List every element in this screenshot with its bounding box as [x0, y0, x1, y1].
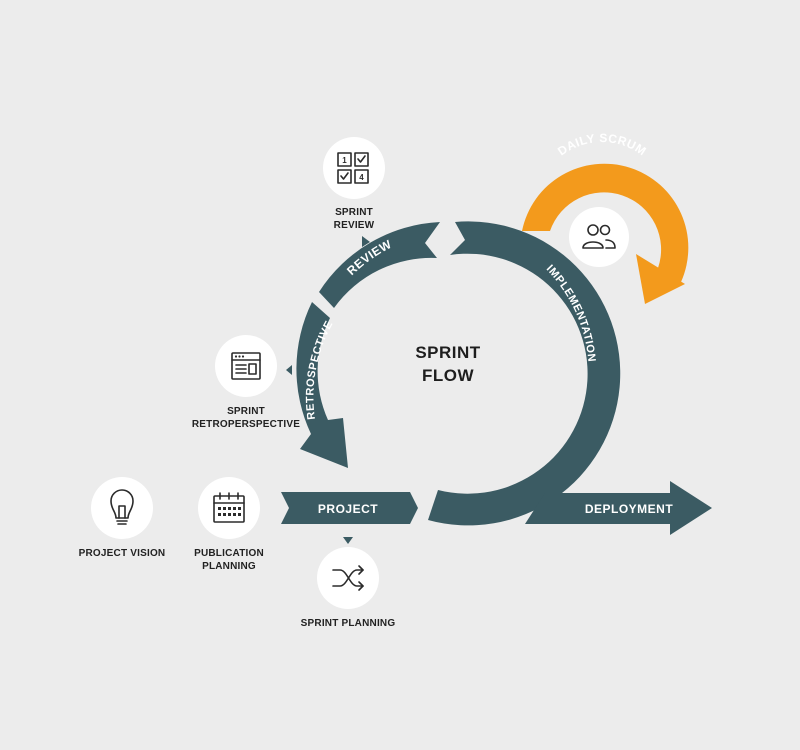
calendar-icon — [213, 492, 245, 523]
review-band — [319, 222, 440, 308]
deployment-label: DEPLOYMENT — [585, 502, 674, 516]
sprint-retro-caption-line2: RETROPERSPECTIVE — [192, 419, 300, 430]
publication-planning-node: PUBLICATION PLANNING — [194, 477, 264, 572]
daily-scrum-arrowhead — [636, 254, 685, 304]
sprint-planning-caption: SPRINT PLANNING — [301, 618, 396, 629]
retrospective-band — [296, 302, 348, 468]
svg-text:4: 4 — [359, 173, 364, 182]
sprint-review-caption-line1: SPRINT — [335, 207, 373, 218]
implementation-band — [428, 221, 621, 526]
daily-scrum-label: DAILY SCRUM — [555, 131, 649, 158]
retro-pointer — [286, 365, 292, 375]
project-band — [281, 492, 418, 524]
daily-scrum-node — [569, 207, 629, 267]
sprint-review-node: 1 4 SPRINT REVIEW — [323, 137, 385, 231]
shuffle-icon — [332, 565, 364, 591]
svg-text:1: 1 — [342, 156, 347, 165]
project-label: PROJECT — [318, 502, 378, 516]
sprint-retro-caption-line1: SPRINT — [227, 406, 265, 417]
sprint-review-caption-line2: REVIEW — [334, 220, 375, 231]
project-vision-caption: PROJECT VISION — [79, 548, 166, 559]
center-title-line1: SPRINT — [415, 343, 480, 362]
planning-pointer — [343, 537, 353, 544]
daily-scrum-loop — [522, 163, 689, 282]
publication-planning-caption-line2: PLANNING — [202, 561, 256, 572]
review-pointer — [362, 236, 370, 247]
project-vision-node: PROJECT VISION — [79, 477, 166, 559]
sprint-planning-node: SPRINT PLANNING — [301, 547, 396, 629]
deployment-arrow — [525, 481, 712, 535]
publication-planning-caption-line1: PUBLICATION — [194, 548, 264, 559]
people-icon — [582, 224, 616, 249]
checklist-grid-icon: 1 4 — [337, 152, 369, 184]
browser-window-icon — [231, 352, 261, 380]
lightbulb-icon — [110, 489, 134, 525]
center-title-line2: FLOW — [422, 366, 474, 385]
sprint-retro-node: SPRINT RETROPERSPECTIVE — [192, 335, 300, 430]
